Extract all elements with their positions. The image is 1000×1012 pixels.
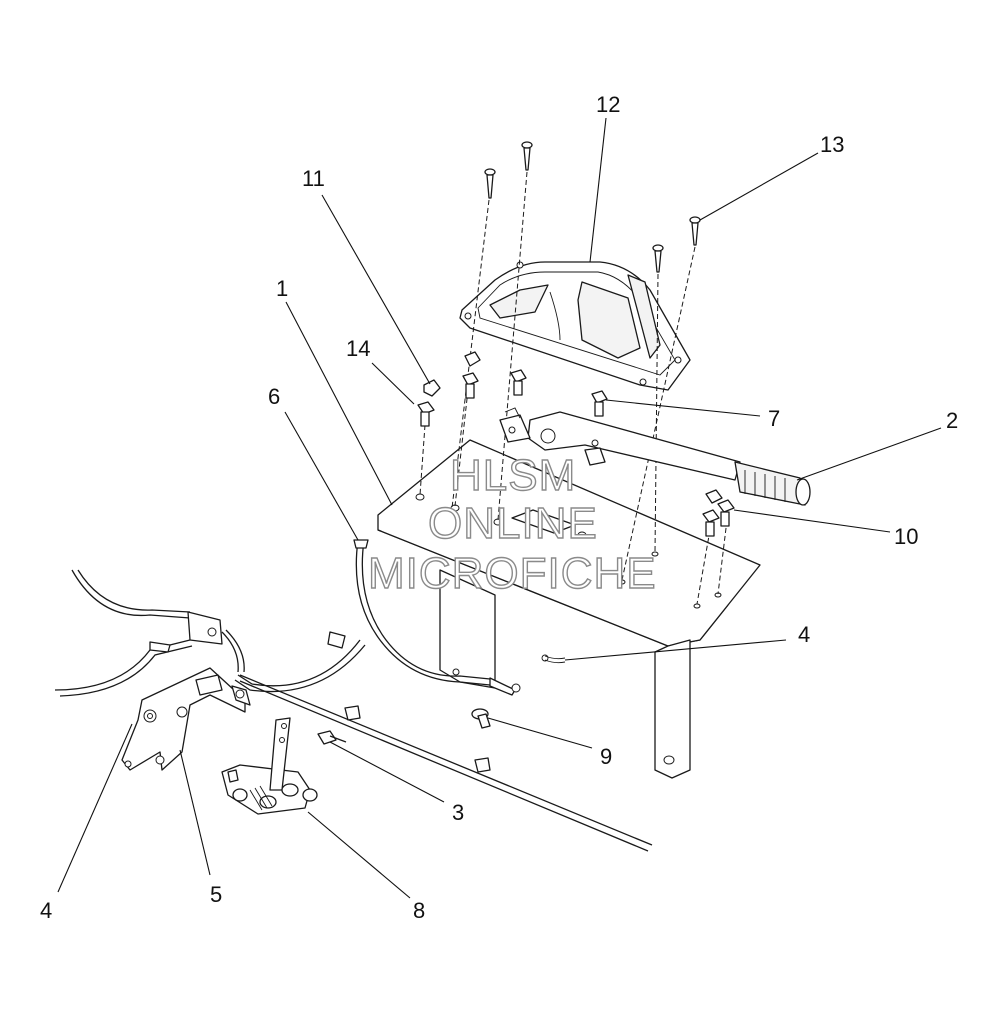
lever-cover [459,261,691,391]
callout-4-right: 4 [798,622,810,647]
callout-5: 5 [210,882,222,907]
callout-3: 3 [452,800,464,825]
callout-9: 9 [600,744,612,769]
callout-14: 14 [346,336,370,361]
screw-c [652,244,664,273]
screw-d [689,216,701,246]
cables [234,539,653,852]
callout-13: 13 [820,132,844,157]
callout-7: 7 [768,406,780,431]
callout-10: 10 [894,524,918,549]
callout-2: 2 [946,408,958,433]
hardware [417,351,735,537]
callout-12: 12 [596,92,620,117]
callout-6: 6 [268,384,280,409]
callout-4-left: 4 [40,898,52,923]
mounting-plate [377,439,761,779]
switch-harness [54,569,245,697]
watermark-line-3: MICROFICHE [368,549,657,598]
switch-bracket [121,667,251,771]
safety-switch [221,717,318,815]
watermark: HLSM ONLINE MICROFICHE [367,450,657,598]
callout-labels: 1 2 3 4 4 5 6 7 8 9 10 11 12 13 14 [40,92,958,923]
watermark-line-2: ONLINE [428,499,598,548]
screw-b [521,141,533,171]
brake-handle [499,407,811,506]
callout-11: 11 [302,166,325,191]
callout-1: 1 [276,276,288,301]
leader-lines [57,117,942,899]
screw-a [484,168,496,199]
callout-8: 8 [413,898,425,923]
watermark-line-1: HLSM [450,451,576,500]
